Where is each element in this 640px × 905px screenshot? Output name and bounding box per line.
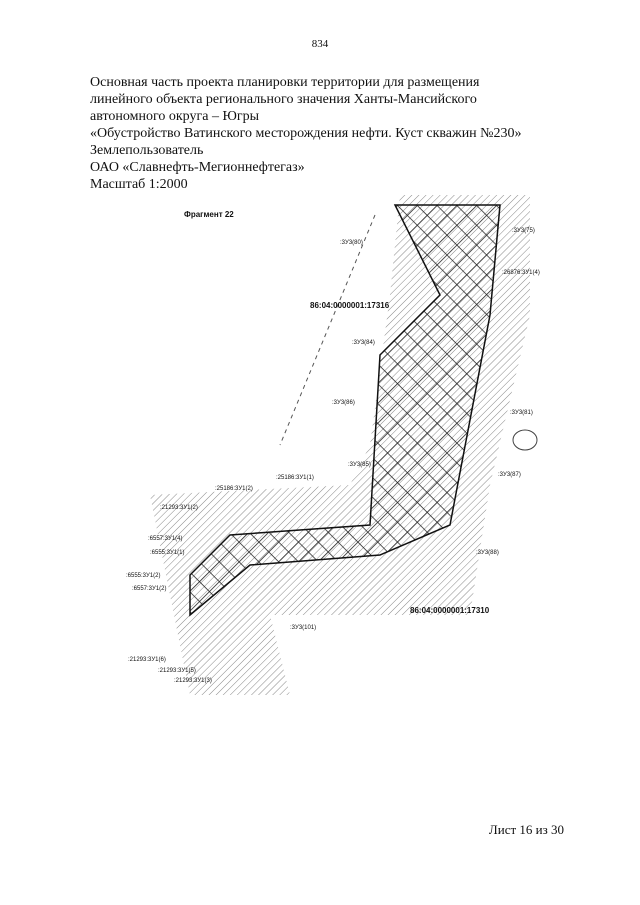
cadastral-number-2: 86:04:0000001:17310 (410, 606, 490, 615)
map-label: :6557:3У1(4) (148, 536, 183, 542)
map-label: :3У3(85) (348, 462, 371, 468)
map-label: :6555:3У1(1) (150, 550, 185, 556)
map-label: :6557:3У1(2) (132, 586, 167, 592)
map-label: :26876:3У1(4) (502, 270, 540, 276)
map-label: :21293:3У1(6) (128, 657, 166, 663)
map-label: :3У3(75) (512, 228, 535, 234)
header: Основная часть проекта планировки террит… (90, 75, 522, 192)
page-number: 834 (311, 38, 329, 50)
cadastral-number-1: 86:04:0000001:17316 (310, 301, 390, 310)
sheet-number: Лист 16 из 30 (488, 822, 564, 837)
map-label: :3У3(80) (340, 240, 363, 246)
map-label: :3У3(84) (352, 340, 375, 346)
map-label: :6555:3У1(2) (126, 573, 161, 579)
map-label: :3У3(88) (476, 550, 499, 556)
planning-map (150, 195, 538, 695)
map-label: :3У3(101) (290, 625, 317, 631)
map-label: :21293:3У1(5) (158, 668, 196, 674)
fragment-label: Фрагмент 22 (184, 210, 234, 219)
map-label: :3У3(81) (510, 410, 533, 416)
map-label: :3У3(87) (498, 472, 521, 478)
map-label: :25186:3У1(1) (276, 475, 314, 481)
map-label: :25186:3У1(2) (215, 486, 253, 492)
map-label: :21293:3У1(2) (160, 505, 198, 511)
map-label: :21293:3У1(3) (174, 678, 212, 684)
map-label: :3У3(86) (332, 400, 355, 406)
